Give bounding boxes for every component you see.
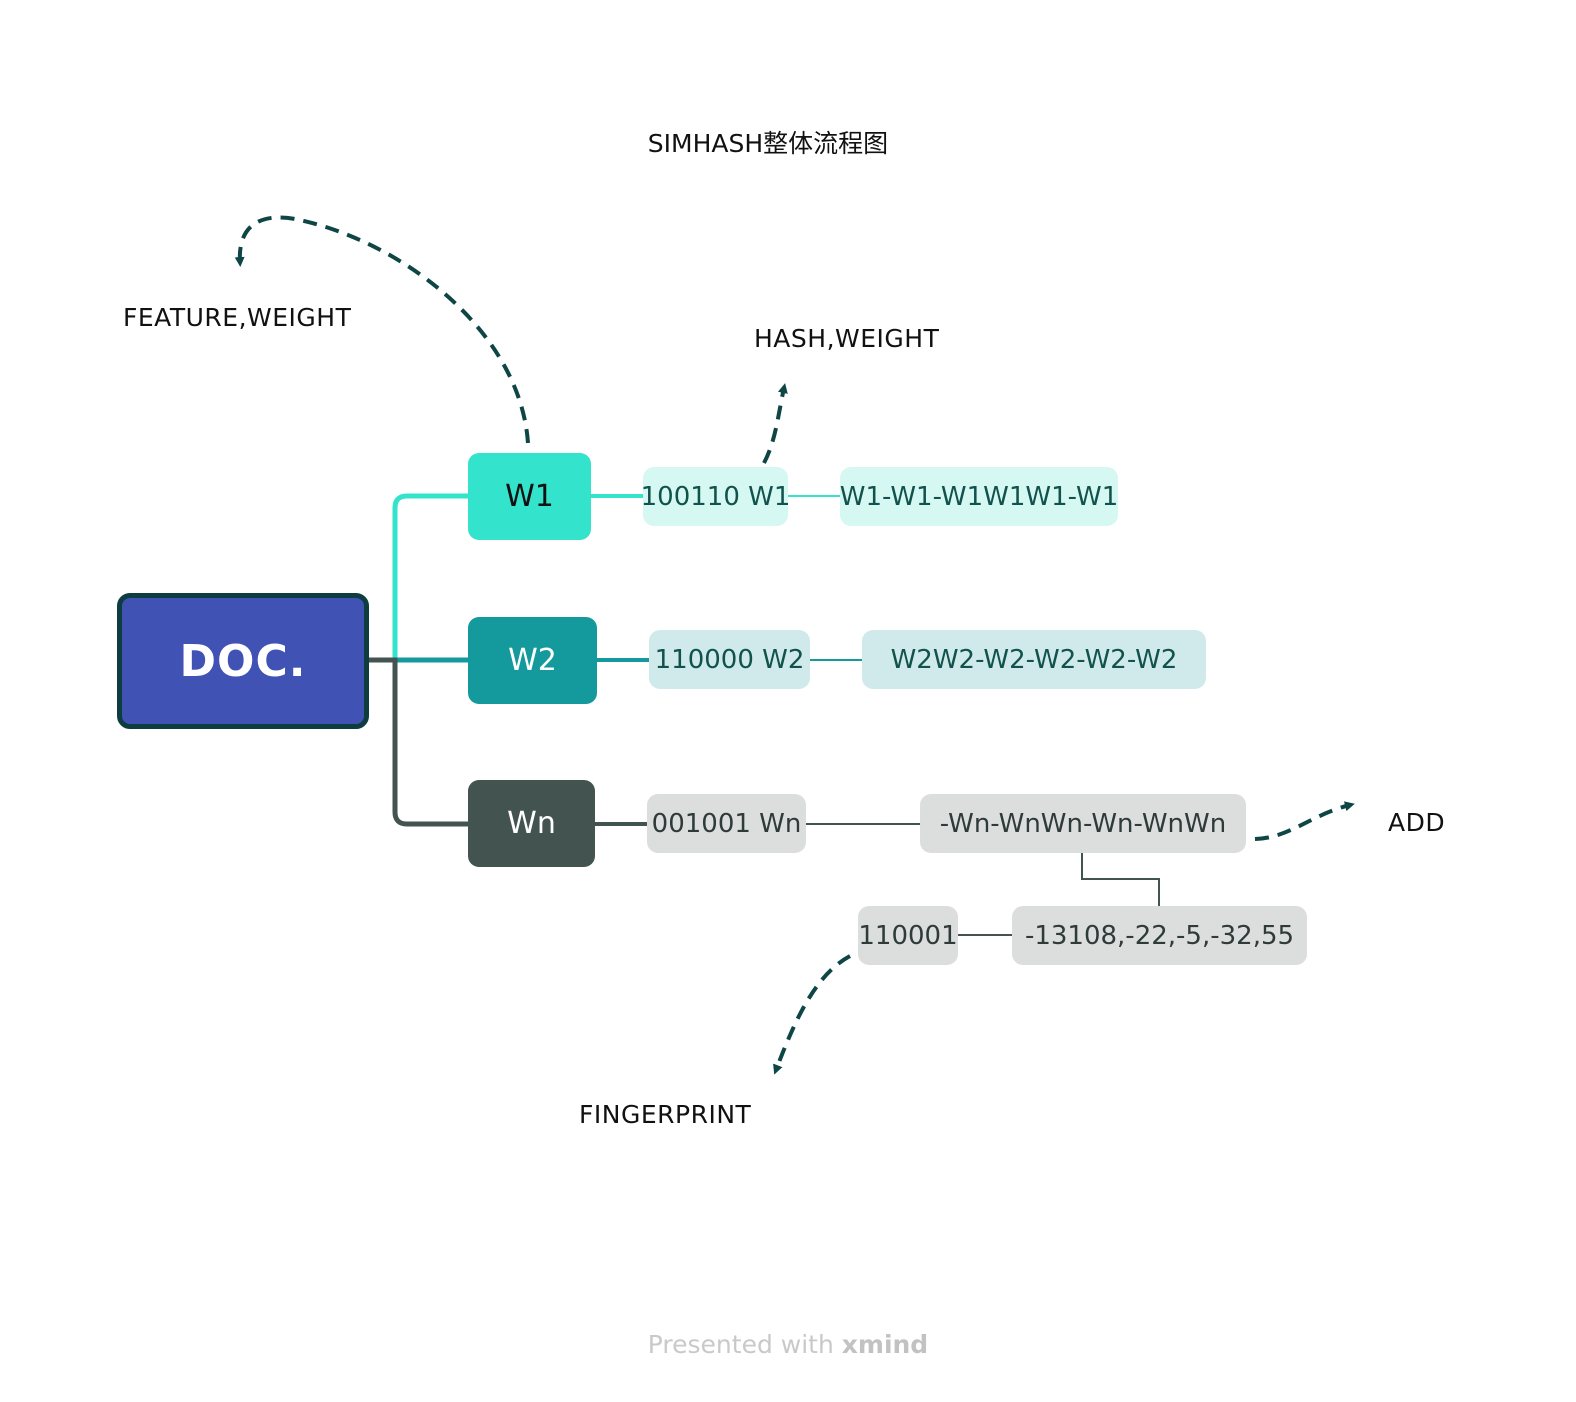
callout-feature-weight: FEATURE,WEIGHT xyxy=(123,303,352,332)
relation-arrow-fingerprint xyxy=(773,954,851,1075)
topic-w2[interactable]: W2 xyxy=(468,617,597,704)
subtopic-w1-weighted[interactable]: W1-W1-W1W1W1-W1 xyxy=(840,467,1118,526)
diagram-title-text: SIMHASH整体流程图 xyxy=(647,129,889,158)
footer-brand: xmind xyxy=(841,1330,929,1359)
subtopic-w2-hash[interactable]: 110000 W2 xyxy=(649,630,810,689)
subtopic-w1-hash[interactable]: 100110 W1 xyxy=(641,467,790,526)
connector-root-w1 xyxy=(369,493,468,663)
relation-arrow-add xyxy=(1254,801,1355,841)
root-node-doc[interactable]: DOC. xyxy=(117,593,369,729)
callout-fingerprint: FINGERPRINT xyxy=(579,1100,752,1129)
topic-wn[interactable]: Wn xyxy=(468,780,595,867)
subtopic-wn-weighted[interactable]: -Wn-WnWn-Wn-WnWn xyxy=(920,794,1246,853)
footer-prefix: Presented with xyxy=(647,1330,834,1359)
callout-hash-weight: HASH,WEIGHT xyxy=(754,324,940,353)
relation-arrow-feature-weight xyxy=(234,215,530,444)
topic-w1[interactable]: W1 xyxy=(468,453,591,540)
connector-root-wn xyxy=(369,657,468,827)
diagram-title: SIMHASH整体流程图 xyxy=(0,124,1576,160)
relation-arrow-hash-weight xyxy=(762,383,788,464)
subtopic-w2-weighted[interactable]: W2W2-W2-W2-W2-W2 xyxy=(862,630,1206,689)
footer-watermark: Presented with xmind xyxy=(0,1330,1576,1359)
callout-add: ADD xyxy=(1388,808,1446,837)
subtopic-wn-sum[interactable]: -13108,-22,-5,-32,55 xyxy=(1012,906,1307,965)
subtopic-wn-hash[interactable]: 001001 Wn xyxy=(647,794,806,853)
connector-wn-sum xyxy=(1081,853,1160,906)
subtopic-fingerprint[interactable]: 110001 xyxy=(858,906,958,965)
